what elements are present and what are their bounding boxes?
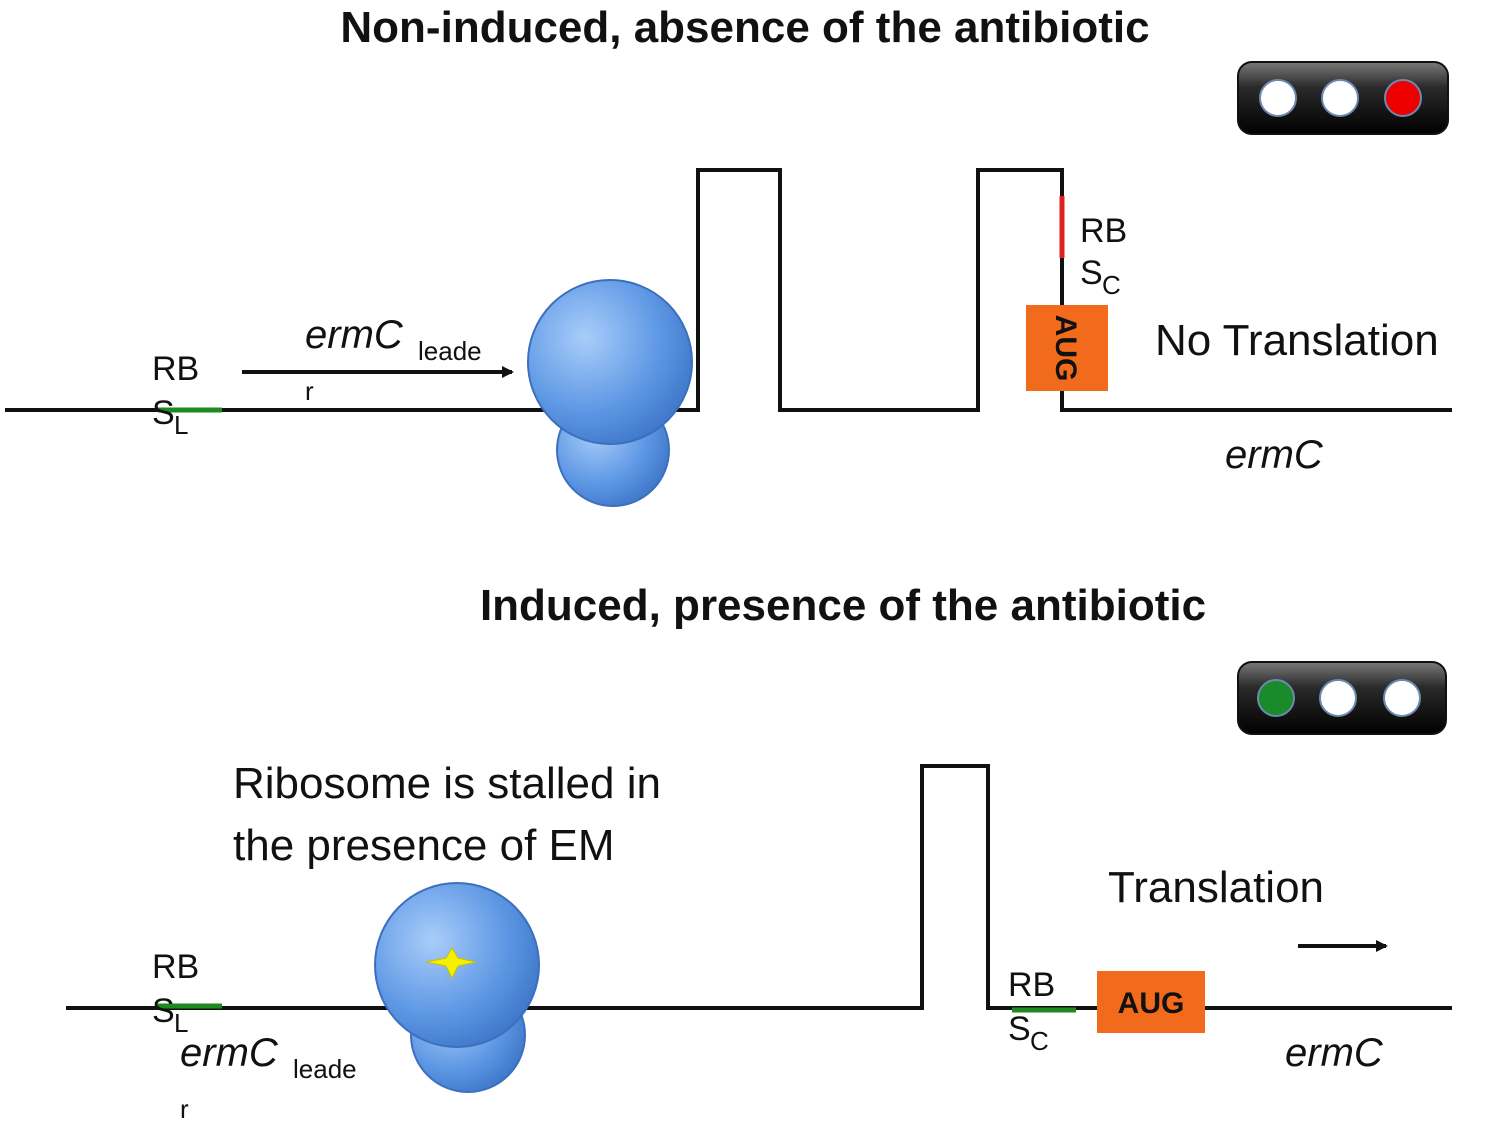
traffic-light-bottom bbox=[1237, 661, 1447, 735]
traffic-light-lamp bbox=[1321, 79, 1359, 117]
stall-text-line2: the presence of EM bbox=[233, 821, 615, 870]
leader-label-tail: r bbox=[305, 376, 314, 406]
aug-label: AUG bbox=[1049, 315, 1082, 382]
ermc-gene-label: ermC bbox=[1285, 1031, 1384, 1075]
leader-label: ermC bbox=[305, 313, 404, 357]
rbs-c-label: RB bbox=[1080, 212, 1127, 250]
traffic-light-lamp bbox=[1384, 79, 1422, 117]
rbs-c-s: S bbox=[1080, 254, 1103, 292]
panel-bottom-title: Induced, presence of the antibiotic bbox=[480, 581, 1206, 630]
ribosome-large-subunit bbox=[527, 279, 693, 445]
leader-label: ermC bbox=[180, 1031, 279, 1075]
rbs-c-sub: C bbox=[1030, 1026, 1049, 1056]
ermc-gene-label: ermC bbox=[1225, 433, 1324, 477]
ribosome-top bbox=[527, 279, 693, 507]
rbs-l-label: RB bbox=[152, 948, 199, 986]
leader-label-sub: leade bbox=[293, 1054, 357, 1084]
rbs-l-label: RB bbox=[152, 350, 199, 388]
leader-label-sub: leade bbox=[418, 336, 482, 366]
no-translation-label: No Translation bbox=[1155, 316, 1439, 365]
traffic-light-lamp bbox=[1257, 679, 1295, 717]
rbs-l-sub: L bbox=[174, 410, 188, 440]
traffic-light-top bbox=[1237, 61, 1449, 135]
traffic-light-lamp bbox=[1319, 679, 1357, 717]
aug-start-codon-box bbox=[1097, 971, 1205, 1033]
panel-induced: Induced, presence of the antibiotic Ribo… bbox=[66, 581, 1452, 1124]
aug-start-codon-box bbox=[1026, 305, 1108, 391]
rbs-c-label: RB bbox=[1008, 966, 1055, 1004]
rbs-l-s: S bbox=[152, 394, 175, 432]
traffic-light-lamp bbox=[1259, 79, 1297, 117]
panel-top-title: Non-induced, absence of the antibiotic bbox=[340, 3, 1149, 52]
rbs-l-sub: L bbox=[174, 1008, 188, 1038]
translation-label: Translation bbox=[1108, 863, 1324, 912]
mrna-line-top bbox=[5, 168, 1452, 412]
rbs-c-s: S bbox=[1008, 1010, 1031, 1048]
stall-text-line1: Ribosome is stalled in bbox=[233, 759, 661, 808]
erythromycin-drug-icon bbox=[425, 947, 477, 980]
leader-label-tail: r bbox=[180, 1094, 189, 1124]
rbs-l-s: S bbox=[152, 992, 175, 1030]
ribosome-bottom-stalled bbox=[374, 882, 540, 1093]
traffic-light-lamp bbox=[1383, 679, 1421, 717]
rbs-c-sub: C bbox=[1102, 270, 1121, 300]
panel-non-induced: Non-induced, absence of the antibiotic R… bbox=[5, 3, 1452, 507]
aug-label: AUG bbox=[1118, 987, 1185, 1020]
